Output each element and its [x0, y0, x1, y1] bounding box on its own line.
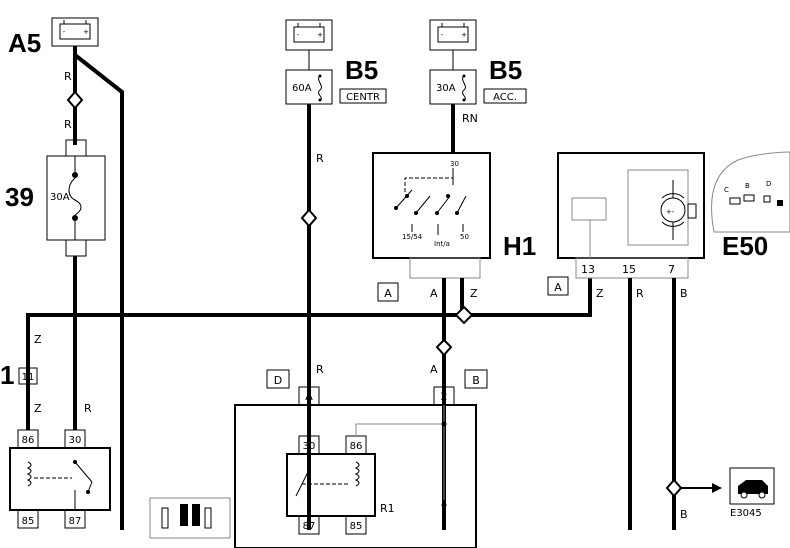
h1-connector-a: A [384, 287, 392, 300]
wire-color-h1-z: Z [470, 287, 478, 300]
fuse-b39-rating: 30A [50, 192, 70, 203]
fuse-icon-60a: 60A [285, 69, 333, 105]
connector-pin-11: 11 [22, 372, 35, 383]
relay-left: 86 30 85 87 [9, 429, 111, 529]
fuse-60a-rating: 60A [292, 83, 312, 94]
wire-color-h1-a: A [430, 287, 438, 300]
fuse-b39: 30A [46, 139, 106, 257]
fuse-30a-rating: 30A [436, 83, 456, 94]
component-b5-acc-label: B5 [489, 55, 522, 85]
left-relay-pin-85: 85 [22, 516, 35, 527]
wire-color-left-z2: Z [34, 402, 42, 415]
connector-b-tag: B [472, 374, 480, 387]
battery-icon-b5-centr: - + [285, 19, 333, 51]
inset-label-b: B [745, 182, 750, 190]
wire-color-left-z: Z [34, 333, 42, 346]
component-e3045-label: E3045 [730, 508, 762, 519]
component-a5-label: A5 [8, 28, 41, 58]
relay-r1: 30 86 87 85 R1 [286, 435, 395, 535]
wire-color-e50-r: R [636, 287, 644, 300]
motor-icon: +- [660, 180, 697, 240]
fuse-60a-tag: CENTR [346, 92, 380, 103]
e50-connector-a: A [554, 281, 562, 294]
inset-label-c: C [724, 186, 729, 194]
svg-text:+: + [461, 31, 467, 39]
wire-color-a5-r: R [64, 70, 72, 83]
r1-pin-87: 87 [303, 521, 316, 532]
h1-pin-1554: 15/54 [402, 233, 423, 241]
wire-color-a5-r: R [64, 118, 72, 131]
wire-color-e50-b: B [680, 287, 688, 300]
e50-pin-15: 15 [622, 263, 636, 276]
ignition-switch-h1: 30 15/54 Int/a 50 [372, 152, 491, 279]
left-relay-pin-87: 87 [69, 516, 82, 527]
component-e50: +- 13 15 7 [557, 152, 705, 279]
wire-color-b5l-r: R [316, 363, 324, 376]
wire-color-b5l-r: R [316, 152, 324, 165]
component-e50-label: E50 [722, 231, 768, 261]
inset-label-d: D [766, 180, 771, 188]
wire-color-e50-b2: B [680, 508, 688, 521]
r1-pin-85: 85 [350, 521, 363, 532]
left-relay-pin-30: 30 [69, 435, 82, 446]
svg-text:-: - [63, 28, 66, 36]
car-icon [729, 467, 775, 505]
left-relay-pin-86: 86 [22, 435, 35, 446]
e50-pin-7: 7 [668, 263, 675, 276]
wire-color-left-r: R [84, 402, 92, 415]
wire-color-e50-z: Z [596, 287, 604, 300]
fuse-icon-30a: 30A [429, 69, 477, 105]
h1-pin-50: 50 [460, 233, 469, 241]
wire-color-b5r-rn: RN [462, 112, 478, 125]
left-number-label: 1 [0, 360, 14, 390]
connector-pin-a: A [305, 390, 313, 403]
h1-pin-int: Int/a [434, 240, 450, 248]
svg-text:+-: +- [666, 208, 675, 216]
svg-text:-: - [297, 31, 300, 39]
component-b5-centr-label: B5 [345, 55, 378, 85]
e50-pin-13: 13 [581, 263, 595, 276]
component-h1-label: H1 [503, 231, 536, 261]
wire-color-h1-a2: A [430, 363, 438, 376]
connector-pin-2: 2 [441, 390, 448, 403]
svg-text:-: - [441, 31, 444, 39]
r1-pin-86: 86 [350, 441, 363, 452]
h1-pin-30: 30 [450, 160, 459, 168]
battery-icon-a5: - + [51, 17, 99, 47]
location-inset: C B D [711, 151, 790, 233]
component-r1-label: R1 [380, 502, 395, 515]
svg-text:+: + [83, 28, 89, 36]
r1-pin-30: 30 [303, 441, 316, 452]
component-b39-label: 39 [5, 182, 34, 212]
svg-text:+: + [317, 31, 323, 39]
connector-d-tag: D [274, 374, 282, 387]
partial-component [149, 497, 231, 539]
battery-icon-b5-acc: - + [429, 19, 477, 51]
fuse-30a-tag: ACC. [493, 92, 517, 103]
